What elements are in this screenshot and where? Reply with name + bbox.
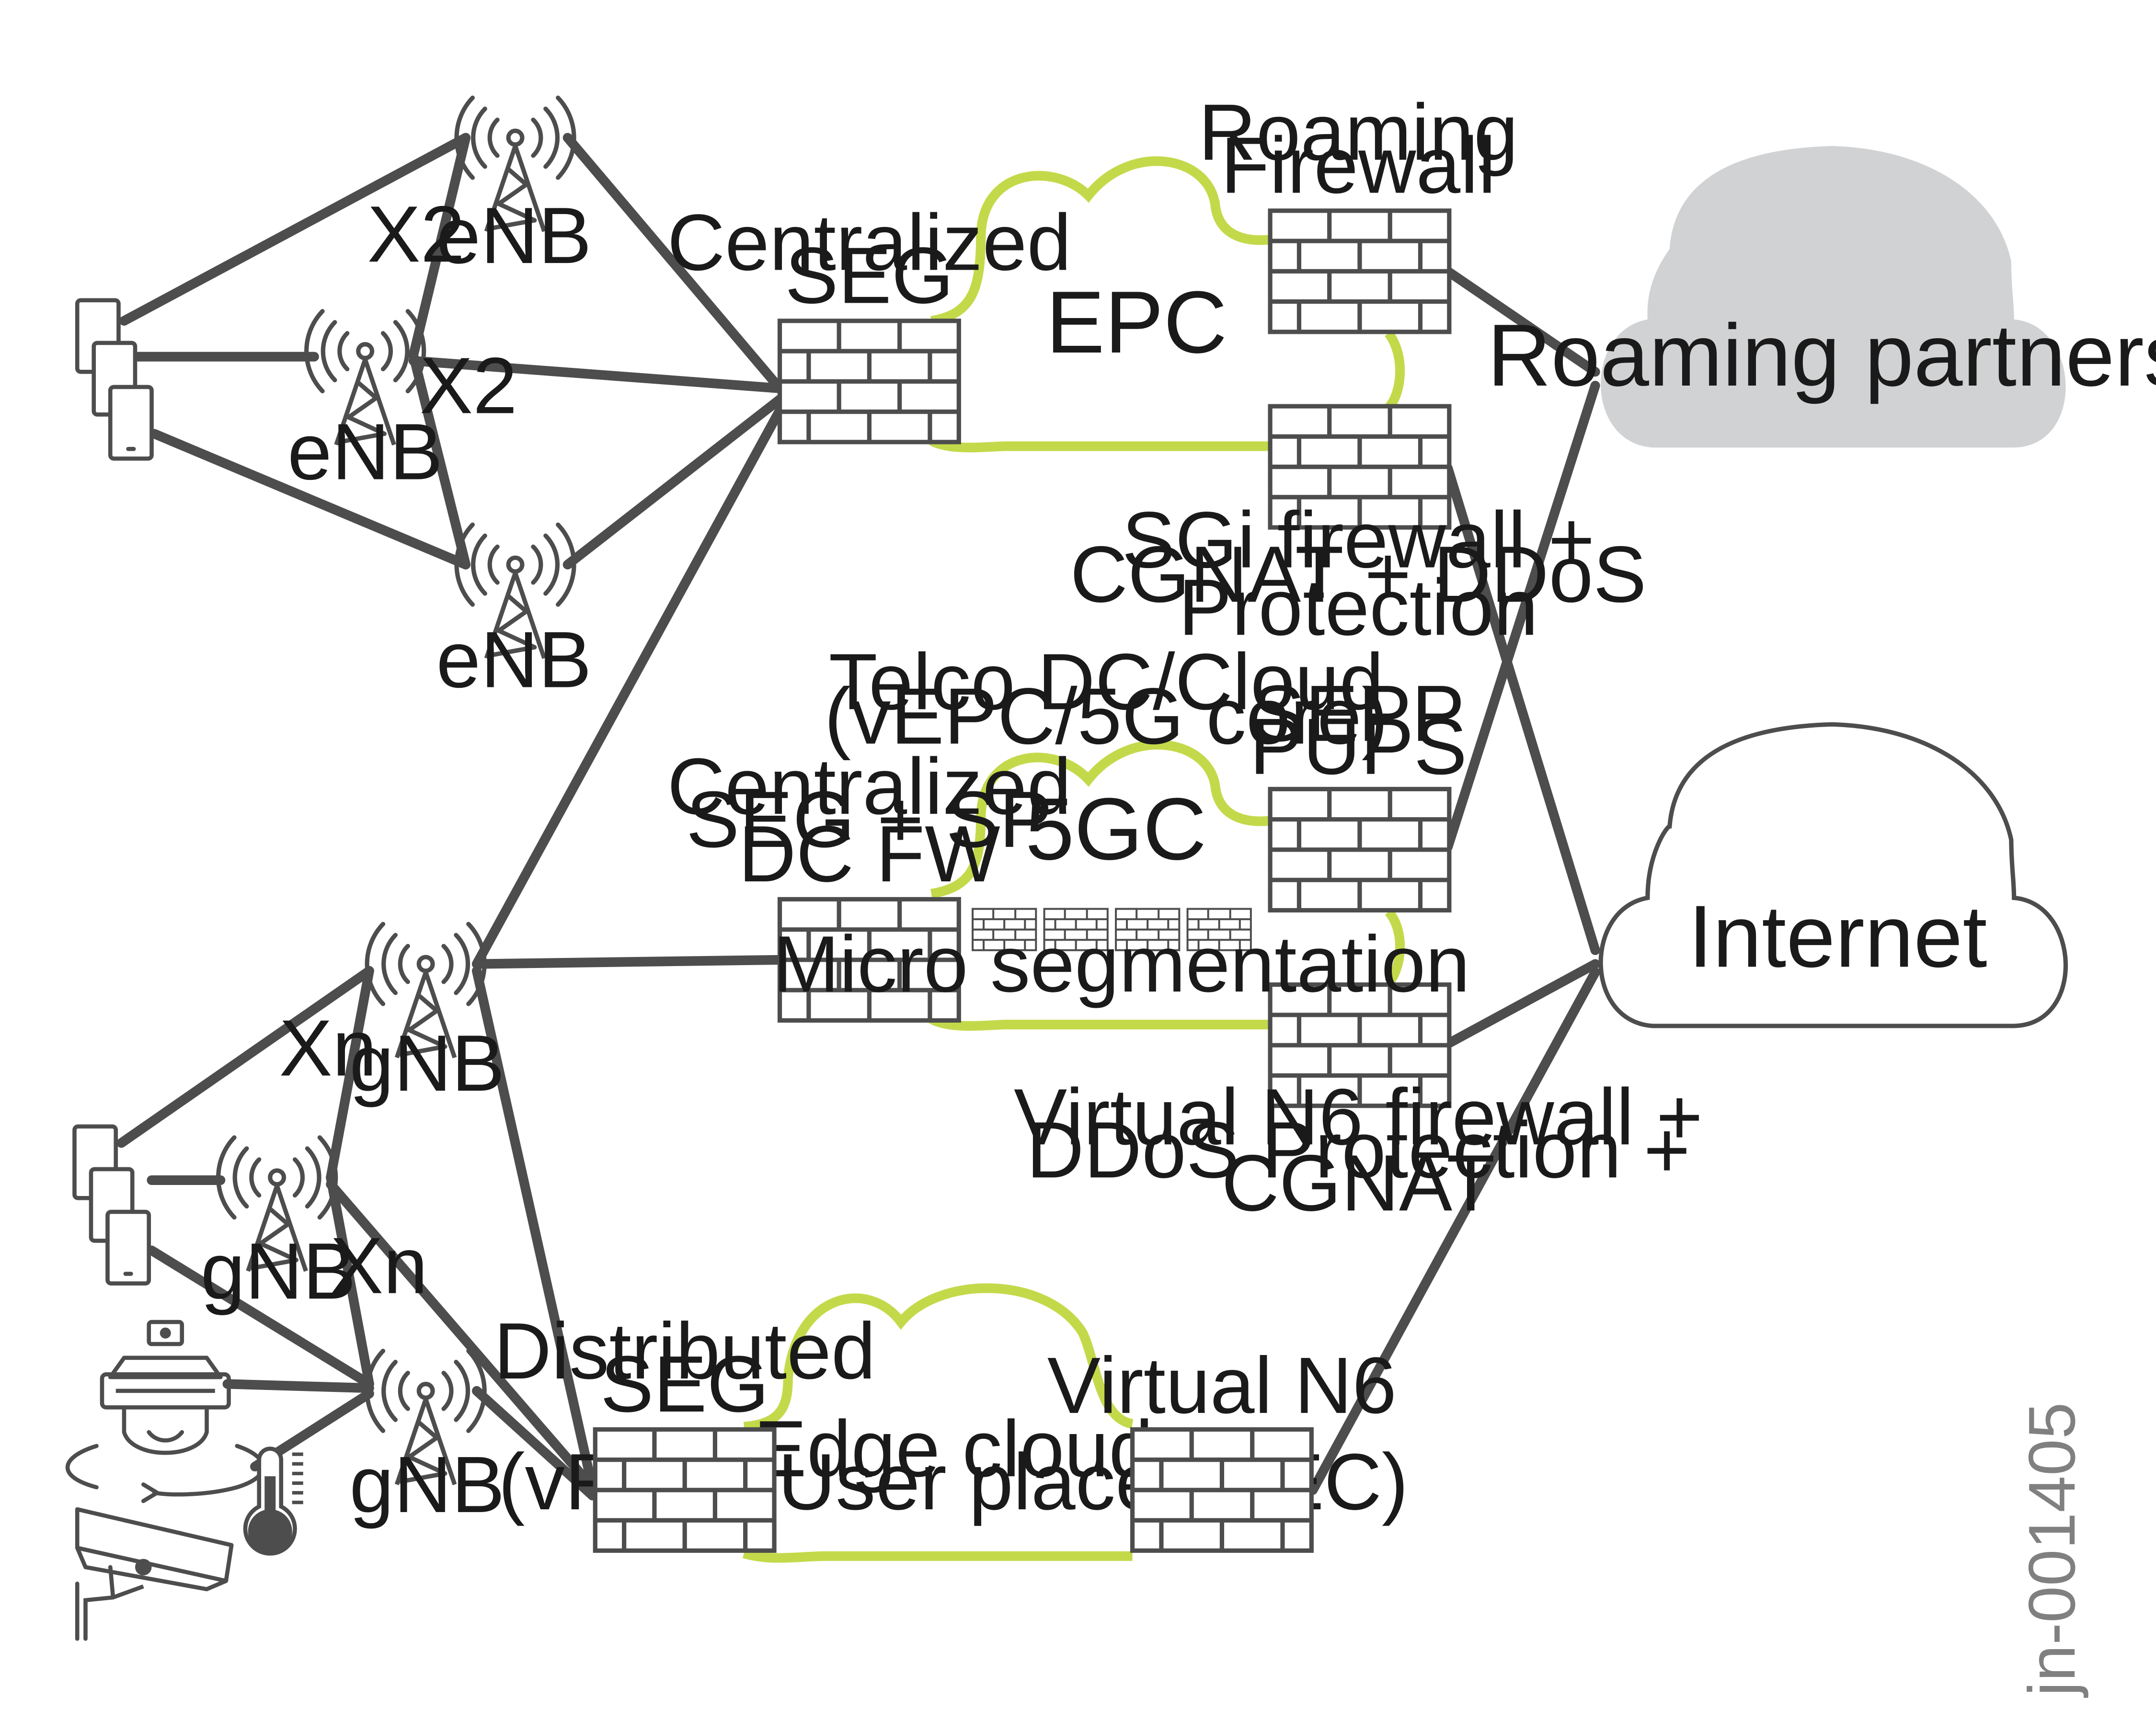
xn-label: Xn	[330, 1221, 428, 1310]
gnb-label: gNB	[349, 1440, 505, 1529]
distributed-seg-label-line-1: Distributed	[494, 1307, 876, 1396]
internet-label: Internet	[1688, 887, 1987, 985]
x2-label: X2	[367, 190, 465, 279]
enb-label: eNB	[436, 191, 591, 280]
centralized-seg-sp-label-line-3: DC FW	[738, 809, 1000, 899]
distributed-seg-firewall-icon	[595, 1429, 774, 1550]
roaming-partners-label: Roaming partners	[1487, 306, 2156, 404]
roaming-firewall-label-line-2: Firewall	[1221, 121, 1496, 210]
lte-phone-group	[77, 300, 151, 459]
phone-icon	[107, 1212, 149, 1284]
virtual-n6-firewall-label-line-3: CGNAT	[1221, 1139, 1495, 1228]
5gc-label: 5GC	[1025, 779, 1206, 878]
text-labels: X2 X2 eNB eNB eNB Xn Xn gNB gNB gNB Cent…	[201, 88, 2089, 1698]
telco-dc-label-line-1: Telco DC/Cloud	[829, 638, 1384, 727]
phone-icon	[110, 387, 151, 459]
virtual-n6-edge-firewall-icon	[1133, 1429, 1312, 1550]
centralized-seg-sp-label-line-2: SEG + SP	[686, 775, 1053, 864]
virtual-n6-label: Virtual N6	[1047, 1341, 1397, 1430]
vr-headset-icon	[65, 1320, 265, 1504]
connection-lines	[116, 133, 1600, 1501]
document-id: jn-001405	[2015, 1402, 2089, 1698]
centralized-seg-sp-label-line-1: Centralized	[667, 742, 1071, 831]
virtual-n6-firewall-label-line-1: Virtual N6 firewall +	[1014, 1072, 1703, 1162]
enb-label: eNB	[436, 615, 591, 705]
epc-cloud: EPC	[929, 156, 1405, 453]
roaming-firewall-label-line-1: Roaming	[1198, 88, 1518, 177]
xn-label: Xn	[279, 1003, 377, 1093]
virtual-n6-firewall-label-line-2: DDoS Protection +	[1026, 1105, 1690, 1195]
x2-label: X2	[420, 342, 517, 431]
5g-phone-group	[74, 1127, 149, 1284]
distributed-seg-label-line-2: SEG	[600, 1340, 769, 1429]
thermometer-icon	[243, 1447, 303, 1556]
gnb-label: gNB	[201, 1227, 356, 1316]
gnb-label: gNB	[349, 1019, 505, 1108]
centralized-seg-label-line-2: SEG	[785, 231, 953, 320]
sgi-firewall-label-line-2: CGNAT + DDoS	[1070, 530, 1647, 619]
roaming-firewall-icon	[1270, 211, 1449, 332]
internet-cloud-icon: Internet	[1598, 722, 2068, 1028]
centralized-seg-label-line-1: Centralized	[667, 198, 1071, 287]
security-camera-icon	[75, 1507, 234, 1641]
centralized-seg-firewall-icon	[780, 321, 959, 442]
micro-segmentation-label: Micro segmentation	[773, 920, 1470, 1009]
sepp-label-line-2: PUPS	[1250, 702, 1467, 791]
epc-label: EPC	[1046, 273, 1227, 371]
edge-cloud-label-line-1: Edge cloud	[754, 1404, 1153, 1493]
enb-label: eNB	[287, 408, 443, 497]
sgi-firewall-label-line-3: Protection	[1179, 563, 1538, 652]
telco-dc-label-line-2: (vEPC/5G core)	[825, 672, 1388, 761]
roaming-partners-cloud-icon: Roaming partners	[1487, 146, 2156, 448]
sepp-firewall-icon	[1270, 789, 1449, 910]
sepp-label-line-1: SEPP	[1252, 669, 1465, 758]
sgi-firewall-label-line-1: SGi firewall +	[1122, 496, 1595, 585]
